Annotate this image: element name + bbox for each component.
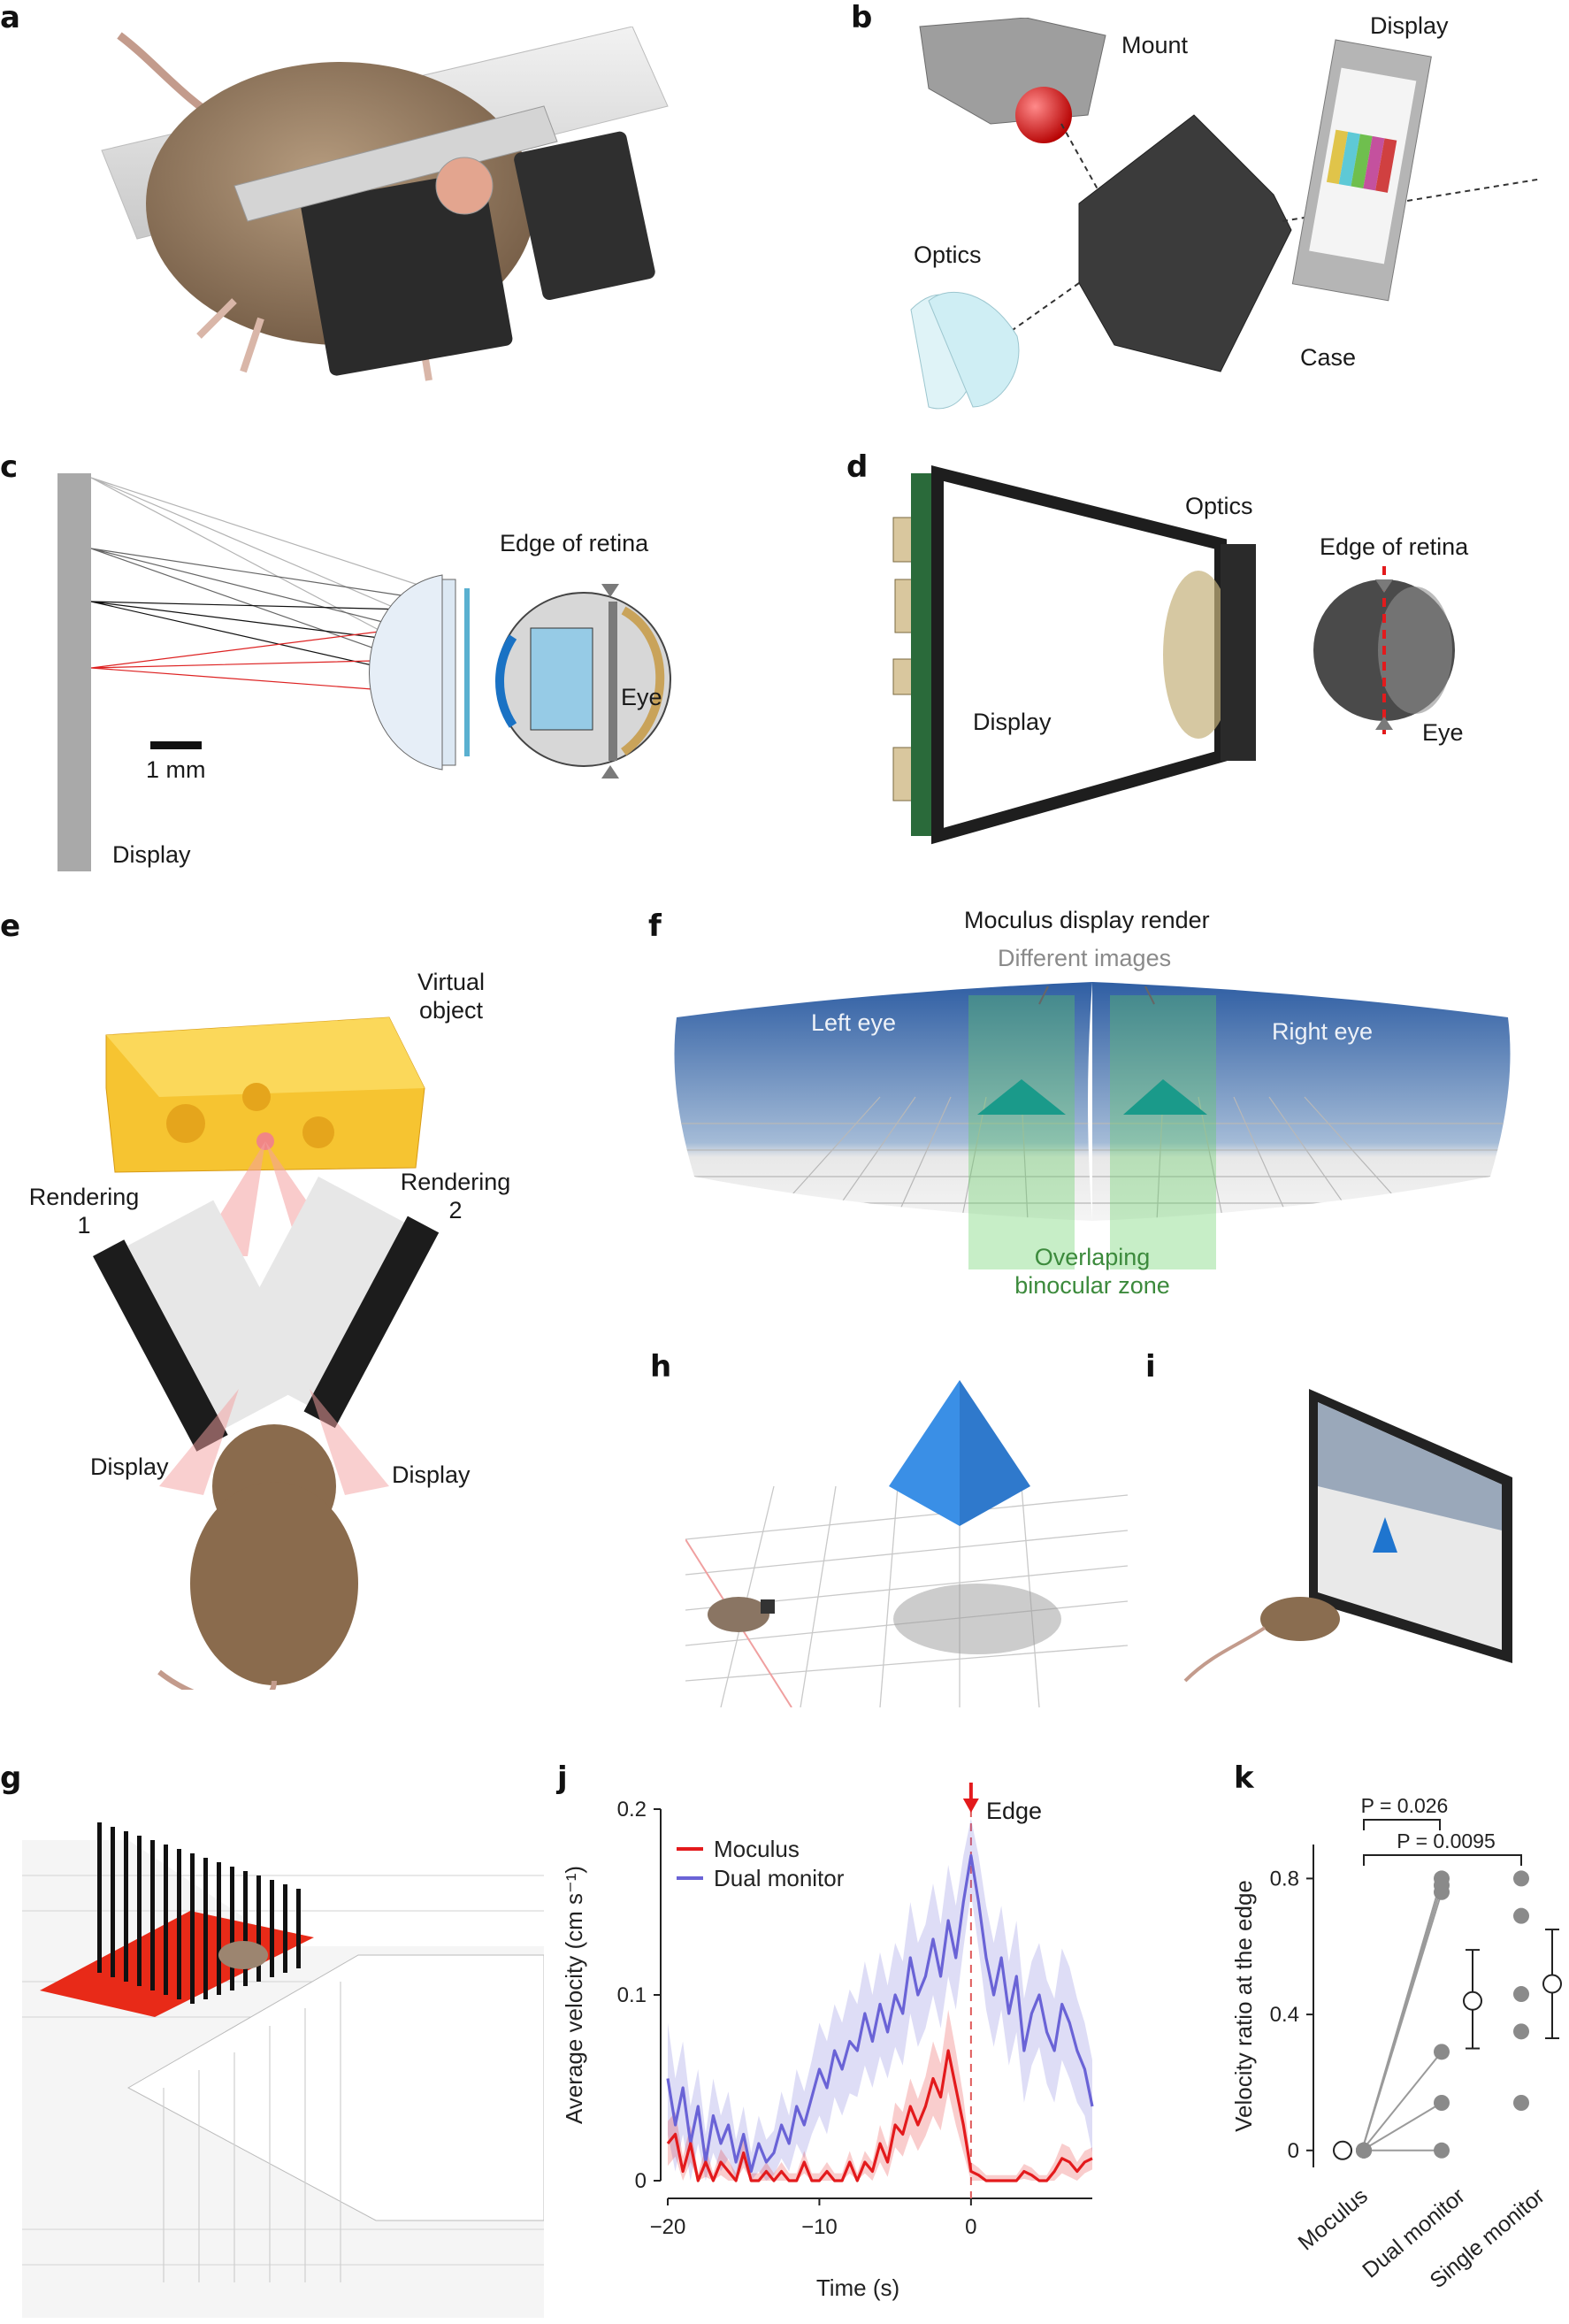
panel-f-display-render xyxy=(674,982,1511,1269)
x-tick-label: 0 xyxy=(965,2215,976,2239)
label-rendering-1: Rendering 1 xyxy=(18,1183,150,1239)
panel-label-j: j xyxy=(557,1760,568,1796)
label-scale-bar: 1 mm xyxy=(146,756,206,783)
panel-d-device-photo xyxy=(892,465,1455,845)
panel-label-d: d xyxy=(846,449,869,485)
label-display-e-left: Display xyxy=(90,1453,169,1480)
panel-g-visual-cliff xyxy=(22,1822,544,2318)
panel-a-mouse-headset-illustration xyxy=(101,27,669,381)
y-axis-title: Velocity ratio at the edge xyxy=(1230,1880,1257,2132)
edge-arrow-head xyxy=(962,1799,979,1813)
y-axis-title: Average velocity (cm s⁻¹) xyxy=(561,1866,587,2124)
data-point xyxy=(1434,1883,1450,1900)
sig-bracket-2 xyxy=(1363,1854,1522,1866)
data-point xyxy=(1513,1986,1529,2003)
series-line-moculus xyxy=(666,2049,1093,2182)
label-moculus-display-render: Moculus display render xyxy=(964,907,1210,933)
label-virtual-object-line-1: Virtual xyxy=(417,969,486,995)
data-point xyxy=(1513,2095,1529,2111)
mean-marker xyxy=(1542,1974,1562,1994)
y-tick-label: 0 xyxy=(635,2169,647,2193)
label-optics-d: Optics xyxy=(1185,493,1253,519)
panel-label-b: b xyxy=(851,0,873,35)
label-display-b: Display xyxy=(1370,12,1449,39)
data-point xyxy=(1513,2023,1529,2040)
panel-label-c: c xyxy=(0,449,19,485)
label-eye-d: Eye xyxy=(1422,719,1464,746)
panel-label-e: e xyxy=(0,909,21,944)
label-different-images: Different images xyxy=(998,945,1172,971)
y-tick-label: 0.8 xyxy=(1270,1867,1299,1891)
label-display-d: Display xyxy=(973,709,1052,735)
data-point xyxy=(1513,1907,1529,1924)
y-tick-label: 0 xyxy=(1288,2139,1299,2163)
x-tick-label: −20 xyxy=(650,2215,686,2239)
label-rendering-2: Rendering 2 xyxy=(389,1168,522,1224)
paired-line xyxy=(1361,2102,1443,2151)
panel-c-ray-diagram xyxy=(57,473,671,871)
paired-line xyxy=(1361,2051,1443,2151)
ci-band-dual-monitor xyxy=(668,1818,1092,2181)
label-rendering-2-line-1: Rendering xyxy=(400,1169,511,1195)
label-right-eye: Right eye xyxy=(1272,1018,1374,1045)
series-line-dual-monitor xyxy=(666,1853,1094,2174)
label-optics-b: Optics xyxy=(914,242,982,268)
panel-label-f: f xyxy=(648,909,662,944)
label-eye-c: Eye xyxy=(621,684,662,710)
data-point xyxy=(1434,2044,1450,2060)
label-edge-j: Edge xyxy=(986,1798,1043,1824)
y-tick-label: 0.4 xyxy=(1270,2003,1299,2027)
label-virtual-object: Virtual object xyxy=(398,968,504,1024)
data-point xyxy=(1513,1870,1529,1887)
panel-h-arena-pyramid xyxy=(685,1380,1128,1707)
panel-label-g: g xyxy=(0,1760,22,1796)
x-axis-title: Time (s) xyxy=(816,2274,899,2301)
mean-marker xyxy=(1333,2140,1352,2160)
label-case: Case xyxy=(1300,344,1357,371)
data-point xyxy=(1434,2142,1450,2159)
label-display-e-right: Display xyxy=(392,1461,471,1488)
panel-e-stereo-rendering-illustration xyxy=(93,1016,440,1690)
label-mount: Mount xyxy=(1121,32,1189,58)
y-tick-label: 0.1 xyxy=(617,1983,647,2007)
label-edge-of-retina-d: Edge of retina xyxy=(1320,533,1469,560)
panel-label-k: k xyxy=(1234,1760,1254,1796)
category-label: Moculus xyxy=(1294,2183,1373,2255)
panel-label-i: i xyxy=(1145,1349,1156,1384)
legend-label-moculus: Moculus xyxy=(714,1836,800,1862)
label-edge-of-retina-c: Edge of retina xyxy=(500,530,649,556)
data-point xyxy=(1356,2142,1372,2159)
sig-bracket-1 xyxy=(1363,1819,1441,1830)
panel-i-monitor-setup xyxy=(1183,1389,1512,1683)
label-rendering-1-line-1: Rendering xyxy=(28,1184,140,1210)
label-overlapping-zone: Overlaping binocular zone xyxy=(973,1243,1212,1300)
y-tick-label: 0.2 xyxy=(617,1798,647,1822)
panel-b-exploded-view xyxy=(910,18,1539,410)
label-display-c: Display xyxy=(112,841,191,868)
label-rendering-1-line-2: 1 xyxy=(77,1212,91,1239)
data-point xyxy=(1434,2095,1450,2111)
label-rendering-2-line-2: 2 xyxy=(448,1197,463,1223)
label-virtual-object-line-2: object xyxy=(418,997,484,1024)
sig-label-1: P = 0.026 xyxy=(1361,1794,1449,1817)
legend-label-dual-monitor: Dual monitor xyxy=(714,1865,845,1891)
panel-label-a: a xyxy=(0,0,20,35)
x-tick-label: −10 xyxy=(801,2215,838,2239)
sig-label-2: P = 0.0095 xyxy=(1397,1829,1496,1852)
label-overlapping-zone-line-1: Overlaping xyxy=(1034,1244,1151,1270)
panel-label-h: h xyxy=(650,1349,672,1384)
label-overlapping-zone-line-2: binocular zone xyxy=(1014,1272,1170,1299)
mean-marker xyxy=(1463,1990,1482,2011)
paired-line xyxy=(1361,1891,1443,2151)
label-left-eye: Left eye xyxy=(811,1009,897,1036)
